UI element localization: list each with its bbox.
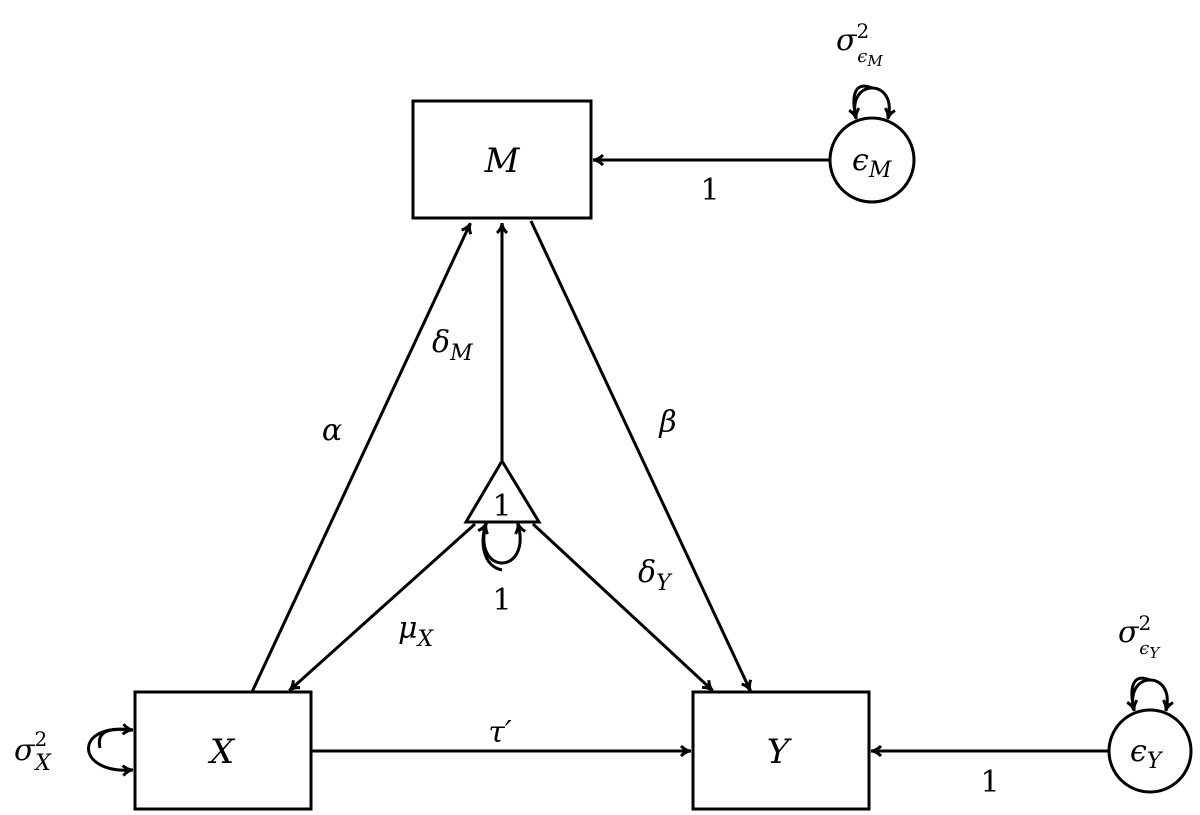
node-y (691, 690, 871, 811)
edge-label-alpha: α (322, 413, 342, 448)
delta-m-base: δ (432, 325, 450, 360)
node-error-m (828, 116, 916, 204)
variance-loop-ey (1131, 678, 1168, 710)
node-y-label: Y (767, 732, 793, 772)
edge-label-beta: β (658, 405, 676, 440)
edge-deltay-const-to-y (531, 522, 712, 690)
variance-label-ey: σ2 ϵY (1118, 611, 1161, 662)
edge-alpha-x-to-m (250, 224, 470, 693)
sigma-em-sub-sub: M (866, 52, 883, 70)
edge-beta-m-to-y (529, 220, 750, 690)
node-error-y (1107, 708, 1193, 794)
variance-loop-const (482, 524, 520, 565)
node-m (411, 99, 593, 220)
node-x (133, 690, 313, 811)
variance-label-const: 1 (492, 583, 511, 618)
mu-x-sub: X (416, 627, 435, 652)
node-error-y-label: ϵY (1130, 734, 1164, 774)
edge-label-delta-m: δM (432, 325, 473, 366)
node-constant-triangle (463, 458, 542, 524)
epsilon-y-sub: Y (1147, 749, 1164, 774)
node-error-m-label: ϵM (852, 143, 892, 183)
epsilon-m-sub: M (868, 158, 892, 183)
sigma-x-sup: 2 (34, 727, 47, 751)
sigma-ey-sub-base: ϵ (1139, 638, 1149, 659)
edge-label-mu-x: μX (398, 611, 435, 652)
variance-loop-em (853, 86, 890, 118)
variance-loop-x-2 (97, 729, 132, 749)
variance-loop-x (87, 727, 133, 770)
edge-label-delta-y: δY (638, 555, 673, 596)
node-x-label: X (207, 732, 236, 772)
edge-label-tau: τ′ (488, 715, 512, 750)
sigma-ey-base: σ (1118, 615, 1140, 650)
sigma-x-base: σ (14, 733, 36, 768)
delta-y-sub: Y (656, 571, 673, 596)
edge-mux-const-to-x (290, 522, 477, 690)
node-constant-label: 1 (492, 489, 511, 524)
epsilon-y-base: ϵ (1130, 734, 1147, 769)
variance-label-em: σ2 ϵM (836, 19, 883, 70)
sigma-ey-sub-sub: Y (1149, 644, 1161, 662)
edge-label-ey-to-y: 1 (980, 765, 999, 800)
sigma-x-sub: X (33, 751, 52, 776)
delta-y-base: δ (638, 555, 656, 590)
variance-loop-em-2 (854, 84, 873, 118)
epsilon-m-base: ϵ (852, 143, 869, 178)
variance-loop-const-2 (483, 524, 503, 572)
node-m-label: M (484, 141, 521, 181)
sigma-em-base: σ (836, 23, 858, 58)
delta-m-sub: M (449, 341, 473, 366)
edge-label-em-to-m: 1 (700, 173, 719, 208)
sigma-ey-sup: 2 (1138, 611, 1151, 635)
sigma-em-sup: 2 (856, 19, 869, 43)
sigma-em-sub-base: ϵ (857, 46, 867, 67)
mu-x-base: μ (398, 611, 418, 646)
variance-loop-ey-2 (1132, 676, 1151, 710)
